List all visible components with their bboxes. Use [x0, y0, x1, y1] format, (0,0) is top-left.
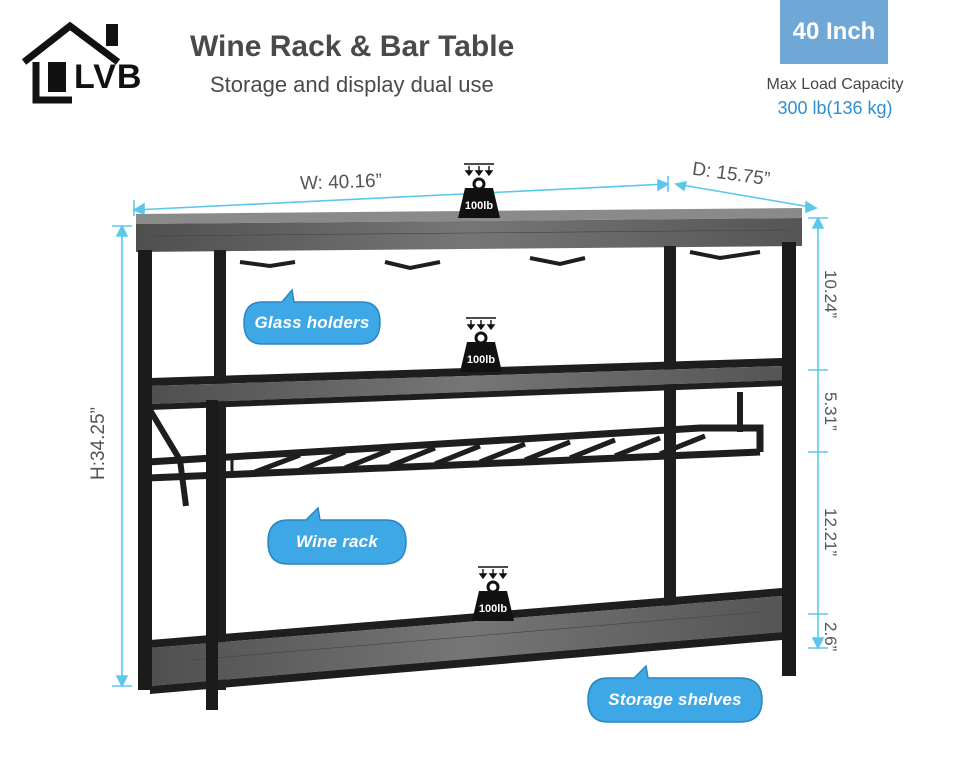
wine-rack-label: Wine rack [296, 532, 378, 551]
width-label: W: 40.16” [299, 170, 383, 195]
load-capacity-value: 300 lb(136 kg) [777, 98, 893, 118]
dimension-lines [112, 176, 828, 688]
down-arrows-icon [478, 566, 508, 580]
weight-icon [460, 317, 502, 372]
gap-lower-label: 12.21” [821, 508, 840, 557]
weight-marker-middle: 100lb [458, 316, 504, 376]
down-arrows-icon [464, 163, 494, 177]
weight-marker-bottom: 100lb [470, 565, 516, 625]
wine-rack [147, 392, 764, 507]
storage-shelves-label: Storage shelves [608, 690, 742, 709]
down-arrows-icon [466, 317, 496, 331]
bottom-shelf [150, 588, 782, 694]
weight-marker-top: 100lb [456, 162, 502, 222]
page-subtitle: Storage and display dual use [210, 72, 494, 97]
weight-top-label: 100lb [464, 200, 494, 212]
gap-rack-label: 5.31” [821, 392, 840, 431]
height-label: H:34.25” [88, 407, 109, 480]
house-logo-icon [21, 21, 121, 104]
glass-holders [239, 250, 761, 271]
brand-logo: LVB [18, 18, 168, 108]
load-capacity-label: Max Load Capacity [766, 76, 904, 93]
weight-icon [458, 163, 500, 218]
callout-glass-holders: Glass holders [242, 288, 382, 346]
glass-holders-label: Glass holders [254, 313, 370, 332]
logo-text: LVB [74, 58, 143, 96]
weight-middle-label: 100lb [466, 354, 496, 366]
size-badge: 40 Inch [780, 0, 888, 64]
page-title: Wine Rack & Bar Table [190, 30, 515, 63]
gap-top-label: 10.24” [821, 270, 840, 319]
weight-bottom-label: 100lb [478, 603, 508, 615]
gap-bottom-label: 2.6” [821, 622, 840, 652]
callout-storage-shelves: Storage shelves [586, 664, 764, 724]
weight-icon [472, 566, 514, 621]
callout-wine-rack: Wine rack [266, 506, 408, 566]
